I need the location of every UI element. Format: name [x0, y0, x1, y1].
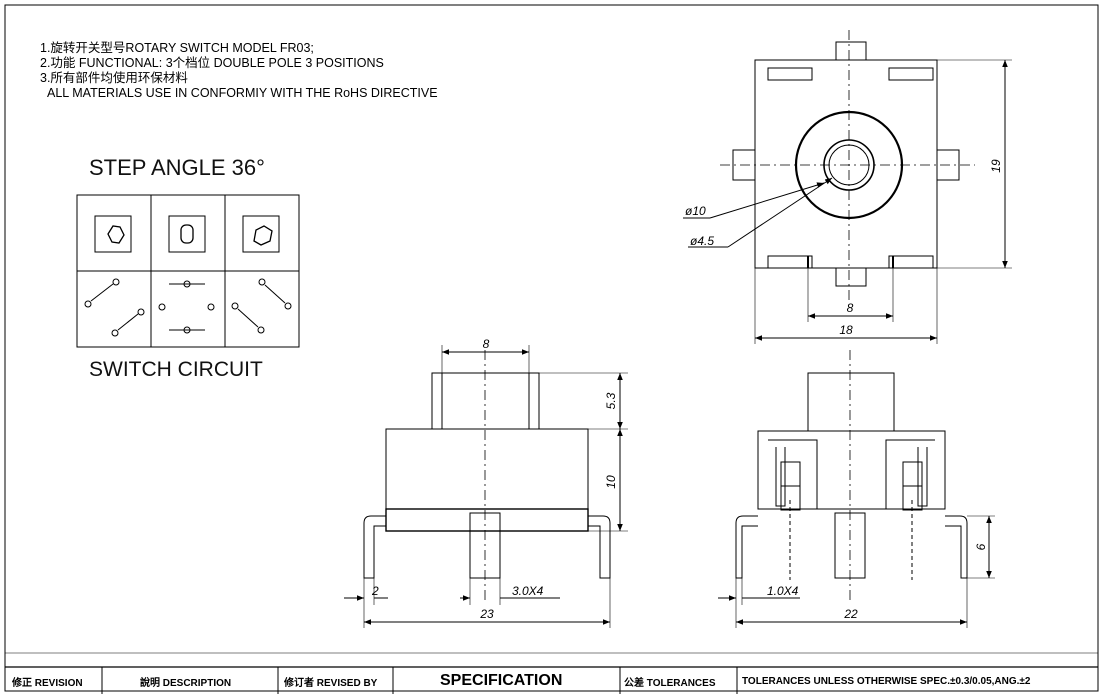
note-line-1: 1.旋转开关型号ROTARY SWITCH MODEL FR03; — [40, 41, 314, 55]
title-block-tolerance-text: TOLERANCES UNLESS OTHERWISE SPEC.±0.3/0.… — [742, 675, 1031, 687]
title-block-revision: 修正 REVISION — [12, 677, 83, 689]
dim-top-height: 19 — [989, 159, 1003, 173]
dim-front-total-width: 23 — [479, 607, 494, 621]
dim-top-dia-inner: ø4.5 — [690, 234, 714, 248]
dim-side-pin-size: 1.0X4 — [767, 584, 799, 598]
step-angle-label: STEP ANGLE 36° — [89, 155, 265, 180]
dim-front-shaft-height: 5.3 — [604, 392, 618, 409]
title-block-specification: SPECIFICATION — [440, 672, 563, 689]
top-view — [683, 30, 1012, 344]
dim-side-total-width: 22 — [843, 607, 858, 621]
dim-front-pin-size: 3.0X4 — [512, 584, 544, 598]
title-block-revised-by: 修订者 REVISED BY — [284, 677, 378, 689]
title-block-tolerances: 公差 TOLERANCES — [624, 677, 716, 689]
title-block-description: 說明 DESCRIPTION — [140, 677, 232, 689]
dim-top-dia-outer: ø10 — [685, 204, 706, 218]
dim-front-pin-width: 2 — [371, 584, 379, 598]
dim-side-pin-height: 6 — [974, 543, 988, 550]
switch-circuit-label: SWITCH CIRCUIT — [89, 358, 263, 381]
dim-top-body-width: 18 — [839, 323, 853, 337]
note-line-2: 2.功能 FUNCTIONAL: 3个档位 DOUBLE POLE 3 POSI… — [40, 56, 384, 70]
front-view — [344, 345, 628, 628]
dim-top-shaft-width: 8 — [847, 301, 854, 315]
dim-front-shaft-width: 8 — [483, 337, 490, 351]
note-line-3: 3.所有部件均使用环保材料 — [40, 71, 188, 85]
step-angle-grid — [76, 194, 300, 348]
sheet-border — [4, 4, 1099, 692]
dim-front-body-height: 10 — [604, 475, 618, 489]
note-line-4: ALL MATERIALS USE IN CONFORMIY WITH THE … — [47, 86, 438, 100]
side-view — [718, 350, 995, 628]
